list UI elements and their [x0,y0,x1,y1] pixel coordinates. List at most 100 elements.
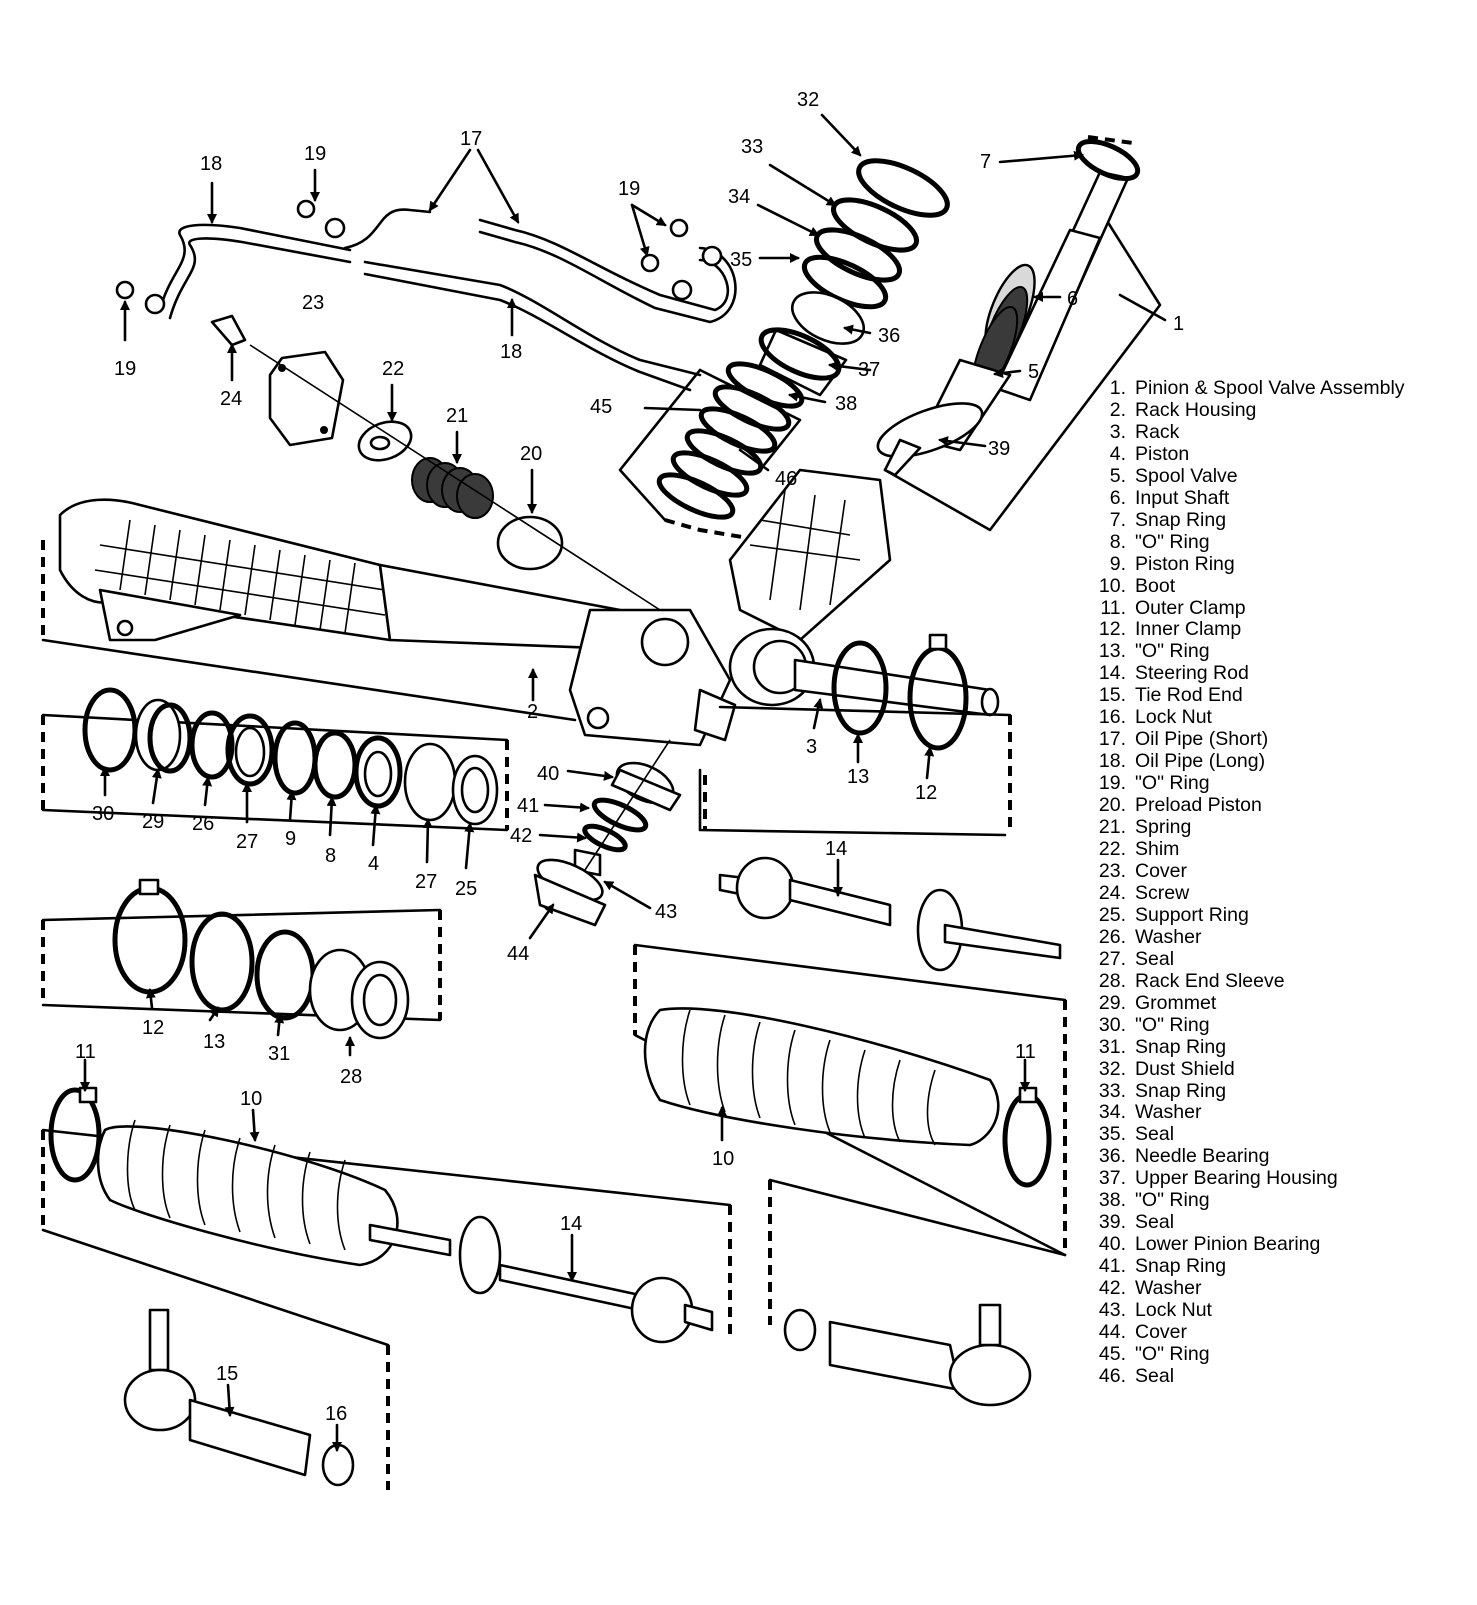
pinion-spool-valve-assembly [876,135,1162,532]
callout-26: 26 [192,813,214,835]
legend-item-number: 7. [1109,508,1126,531]
callout-42: 42 [510,825,532,847]
legend-item-number: 26. [1098,925,1126,948]
legend-item-label: Screw [1135,881,1190,904]
callout-34: 34 [728,186,750,208]
legend-item-number: 3. [1109,420,1126,443]
callout-43: 43 [655,901,677,923]
legend-item-label: Oil Pipe (Long) [1135,750,1266,773]
callout-23: 23 [302,292,324,314]
callout-44: 44 [507,943,529,965]
legend-item-number: 15. [1098,684,1126,707]
legend-item-number: 18. [1098,750,1126,773]
legend-item: 8."O" Ring [1093,530,1463,554]
legend-item-label: Lock Nut [1135,1299,1212,1322]
oil-pipes [115,199,737,392]
callout-45: 45 [590,396,612,418]
legend-item-label: Washer [1135,1277,1202,1300]
legend-item-label: Shim [1135,838,1180,861]
legend-item-label: Seal [1135,1123,1175,1146]
legend-item-label: Boot [1135,574,1176,597]
right-steering-rod [633,856,1067,1257]
callout-27-b: 27 [415,871,437,893]
legend-item-number: 42. [1098,1277,1126,1300]
legend-item-label: Lower Pinion Bearing [1135,1233,1321,1256]
legend-item-number: 20. [1098,794,1126,817]
legend-item: 33.Snap Ring [1093,1079,1463,1103]
left-tie-rod-end [123,1308,355,1487]
callout-13-right: 13 [847,766,869,788]
callout-19-a: 19 [304,143,326,165]
legend-item-label: Steering Rod [1135,662,1249,685]
callout-15: 15 [216,1363,238,1385]
callout-31: 31 [268,1043,290,1065]
callout-12-left: 12 [142,1017,164,1039]
legend-item-label: Rack [1135,420,1180,443]
legend-item: 31.Snap Ring [1093,1036,1463,1059]
legend-item-number: 46. [1098,1364,1126,1387]
legend-item: 24. Screw [1093,881,1463,905]
legend-item-number: 11. [1100,596,1126,619]
legend-item-number: 25. [1098,903,1126,926]
legend-item: 29.Grommet [1093,991,1463,1015]
legend-item-number: 24. [1098,881,1126,904]
legend-item-label: "O" Ring [1135,640,1210,663]
legend-item: 25. Support Ring [1093,903,1463,927]
legend-item-number: 28. [1098,969,1126,992]
left-ring-row [41,687,509,832]
callout-11-right: 11 [1015,1041,1036,1063]
legend-item: 10.Boot [1093,574,1463,598]
legend-item-label: Lock Nut [1135,706,1212,729]
callout-8: 8 [325,845,336,867]
legend-item: 1.Pinion & Spool Valve Assembly [1093,377,1463,400]
callout-10-right: 10 [712,1148,734,1170]
callout-7: 7 [980,151,991,173]
legend-item-number: 32. [1098,1057,1126,1080]
right-boot [643,1007,1052,1188]
legend-item: 11.Outer Clamp [1093,596,1463,620]
legend-item-label: Inner Clamp [1135,618,1242,641]
legend-item-label: Seal [1135,947,1175,970]
legend-item-label: Grommet [1135,991,1217,1014]
legend-item-label: "O" Ring [1135,1013,1210,1036]
callout-30: 30 [92,803,114,825]
legend-item-label: "O" Ring [1135,772,1210,795]
left-boot [41,1086,732,1490]
callout-14-right: 14 [825,838,847,860]
legend-item-label: Support Ring [1135,903,1249,926]
legend-item-label: Oil Pipe (Short) [1135,728,1269,751]
legend-item-label: Tie Rod End [1135,684,1243,707]
legend-item: 12.Inner Clamp [1093,619,1463,641]
legend-item-label: Snap Ring [1135,1079,1227,1102]
legend-item-number: 44. [1098,1320,1126,1343]
right-tie-rod-end [768,1178,1067,1407]
legend-item-number: 2. [1109,398,1126,421]
legend-item-number: 6. [1109,486,1126,509]
legend-item-number: 8. [1109,530,1126,553]
legend-item-number: 40. [1098,1233,1126,1256]
legend-item: 26.Washer [1093,925,1463,949]
callout-12-right: 12 [915,782,937,804]
callout-5: 5 [1028,361,1039,383]
legend-item: 14.Steering Rod [1093,662,1463,685]
legend-item-number: 1. [1109,377,1126,399]
legend-item-number: 4. [1109,442,1126,465]
legend-item-number: 34. [1098,1101,1126,1124]
legend-item-label: "O" Ring [1135,1189,1210,1212]
callout-16: 16 [325,1403,347,1425]
legend-item: 2.Rack Housing [1093,398,1463,422]
legend-item: 40. Lower Pinion Bearing [1093,1233,1463,1256]
callout-28: 28 [340,1066,362,1088]
legend-item-label: Washer [1135,1101,1202,1124]
legend-item-label: Rack End Sleeve [1135,969,1285,992]
legend-item-label: Cover [1135,859,1188,882]
left-ring-row-2 [41,878,442,1040]
legend-item-label: Snap Ring [1135,1255,1227,1278]
preload-components [210,314,661,611]
legend-item: 38."O" Ring [1093,1189,1463,1212]
legend-item-label: Input Shaft [1135,486,1230,509]
legend-item: 18. Oil Pipe (Long) [1093,750,1463,773]
callout-1: 1 [1173,313,1184,335]
callout-10-left: 10 [240,1088,262,1110]
